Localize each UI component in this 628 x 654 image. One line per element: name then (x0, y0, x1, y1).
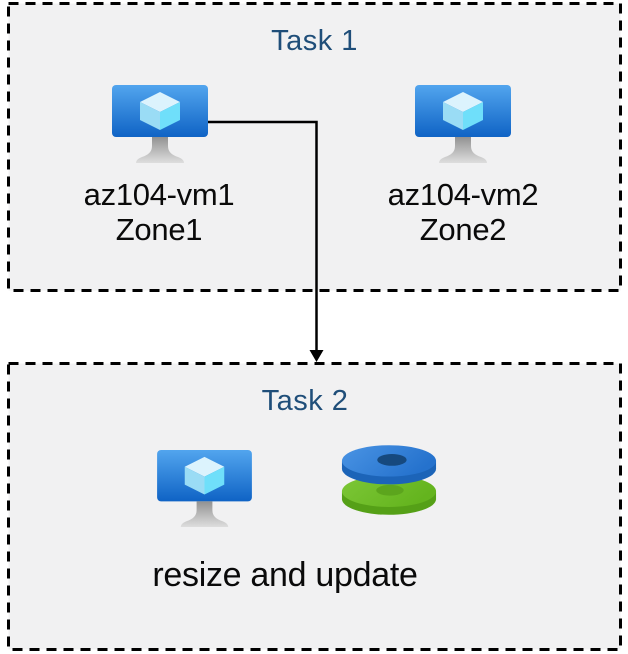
vm2-label: az104-vm2 Zone2 (363, 177, 563, 247)
vm1-zone: Zone1 (115, 212, 203, 247)
vm1-name: az104-vm1 (83, 177, 235, 212)
task2-title: Task 2 (261, 385, 349, 417)
task1-title: Task 1 (271, 25, 358, 57)
connector-arrow-line (208, 120, 318, 352)
task1-box (7, 2, 622, 292)
task2-box (7, 362, 622, 651)
vm2-name: az104-vm2 (387, 177, 539, 212)
vm2-zone: Zone2 (419, 212, 507, 247)
vm1-label: az104-vm1 Zone1 (59, 177, 259, 247)
connector-arrowhead-icon (309, 350, 324, 362)
task2-caption: resize and update (152, 556, 418, 594)
